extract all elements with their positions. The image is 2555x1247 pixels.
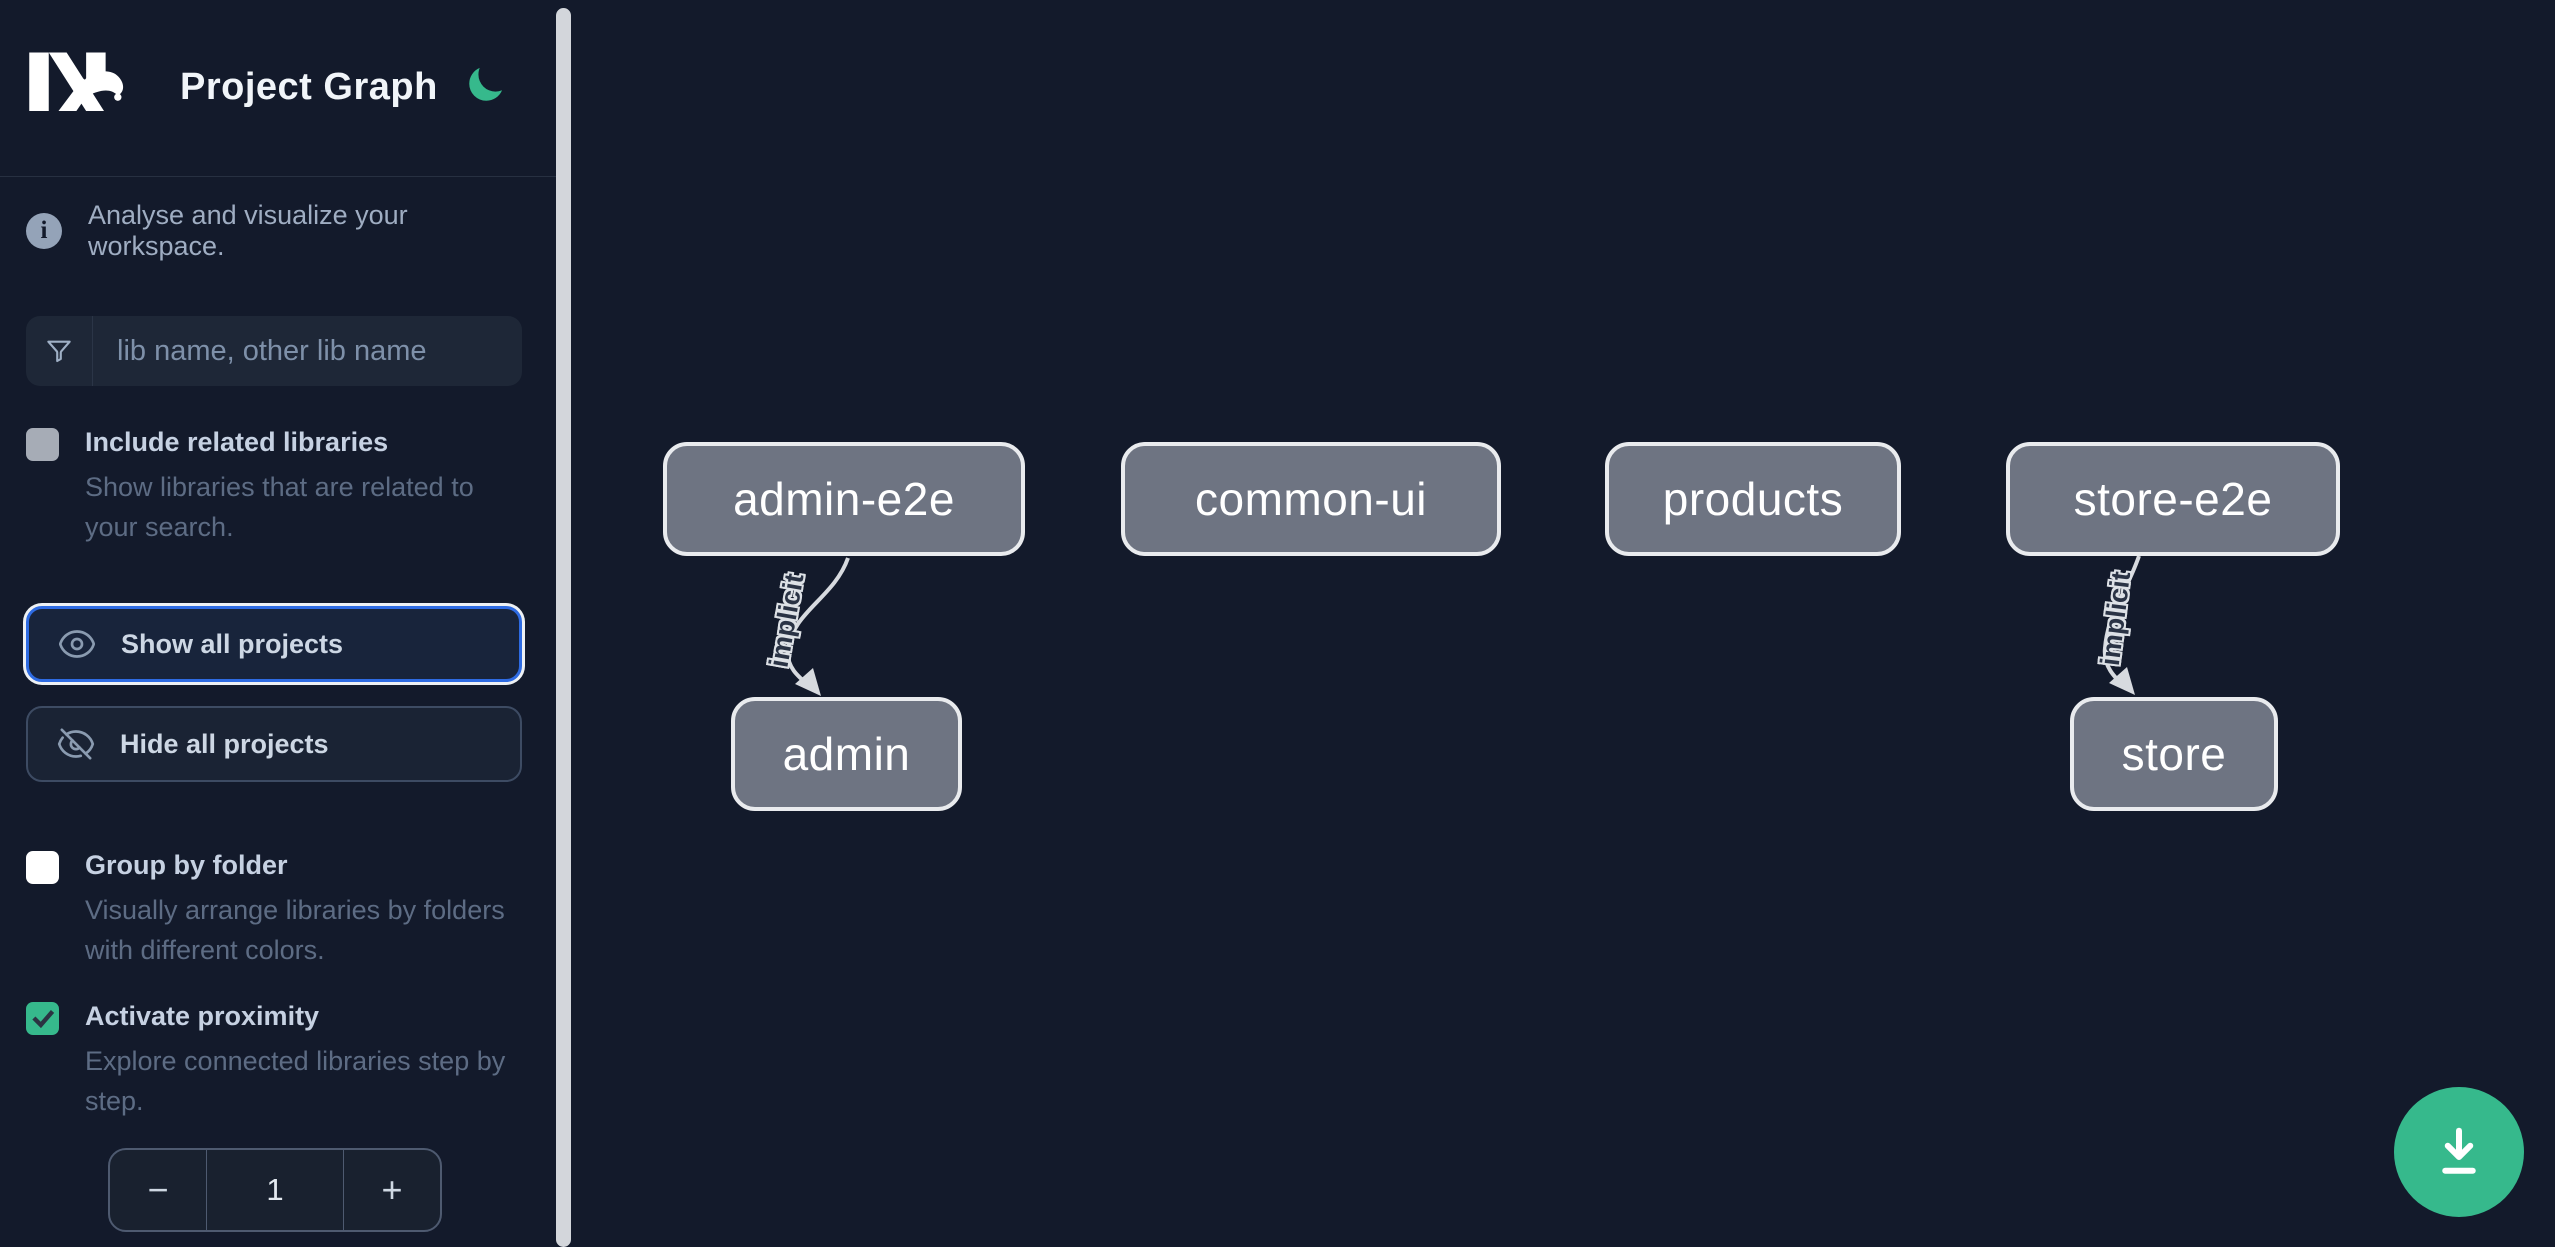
eye-slash-icon bbox=[56, 724, 96, 764]
download-graph-button[interactable] bbox=[2394, 1087, 2524, 1217]
moon-icon bbox=[464, 64, 510, 106]
sidebar-header: Project Graph bbox=[0, 0, 556, 177]
eye-icon bbox=[57, 624, 97, 664]
option-description: Visually arrange libraries by folders wi… bbox=[85, 895, 505, 965]
sidebar-scrollbar[interactable] bbox=[556, 8, 571, 1247]
workspace-tagline-row: i Analyse and visualize your workspace. bbox=[26, 200, 526, 262]
download-icon bbox=[2429, 1122, 2489, 1182]
option-activate-proximity: Activate proximity Explore connected lib… bbox=[26, 1000, 526, 1121]
graph-node-store-e2e[interactable]: store-e2e bbox=[2006, 442, 2340, 556]
graph-canvas[interactable] bbox=[571, 0, 2555, 1247]
graph-node-common-ui[interactable]: common-ui bbox=[1121, 442, 1501, 556]
header-divider bbox=[0, 176, 556, 177]
graph-node-admin[interactable]: admin bbox=[731, 697, 962, 811]
graph-node-products[interactable]: products bbox=[1605, 442, 1901, 556]
info-icon: i bbox=[26, 213, 62, 249]
proximity-depth-stepper: − 1 + bbox=[108, 1148, 442, 1232]
nx-logo bbox=[26, 46, 130, 122]
option-description: Show libraries that are related to your … bbox=[85, 472, 474, 542]
graph-node-admin-e2e[interactable]: admin-e2e bbox=[663, 442, 1025, 556]
increment-button[interactable]: + bbox=[342, 1150, 440, 1230]
theme-toggle-button[interactable] bbox=[464, 62, 510, 108]
search-input[interactable] bbox=[93, 316, 522, 386]
workspace-tagline: Analyse and visualize your workspace. bbox=[88, 200, 408, 261]
option-group-by-folder: Group by folder Visually arrange librari… bbox=[26, 849, 526, 970]
checkmark-icon bbox=[30, 1006, 56, 1032]
hide-all-projects-button[interactable]: Hide all projects bbox=[26, 706, 522, 782]
filter-search-box bbox=[26, 316, 522, 386]
option-label: Group by folder bbox=[85, 850, 288, 880]
decrement-button[interactable]: − bbox=[110, 1150, 208, 1230]
include-related-libraries-checkbox[interactable] bbox=[26, 428, 59, 461]
show-all-projects-button[interactable]: Show all projects bbox=[26, 606, 522, 682]
funnel-icon bbox=[26, 316, 93, 386]
option-label: Include related libraries bbox=[85, 427, 389, 457]
page-title: Project Graph bbox=[180, 66, 438, 108]
activate-proximity-checkbox[interactable] bbox=[26, 1002, 59, 1035]
proximity-depth-value: 1 bbox=[266, 1172, 284, 1207]
option-description: Explore connected libraries step by step… bbox=[85, 1046, 506, 1116]
group-by-folder-checkbox[interactable] bbox=[26, 851, 59, 884]
option-include-related-libraries: Include related libraries Show libraries… bbox=[26, 426, 526, 547]
sidebar: Project Graph i Analyse and visualize yo… bbox=[0, 0, 556, 1247]
hide-all-projects-label: Hide all projects bbox=[120, 728, 329, 759]
graph-node-store[interactable]: store bbox=[2070, 697, 2278, 811]
option-label: Activate proximity bbox=[85, 1001, 320, 1031]
show-all-projects-label: Show all projects bbox=[121, 628, 344, 659]
